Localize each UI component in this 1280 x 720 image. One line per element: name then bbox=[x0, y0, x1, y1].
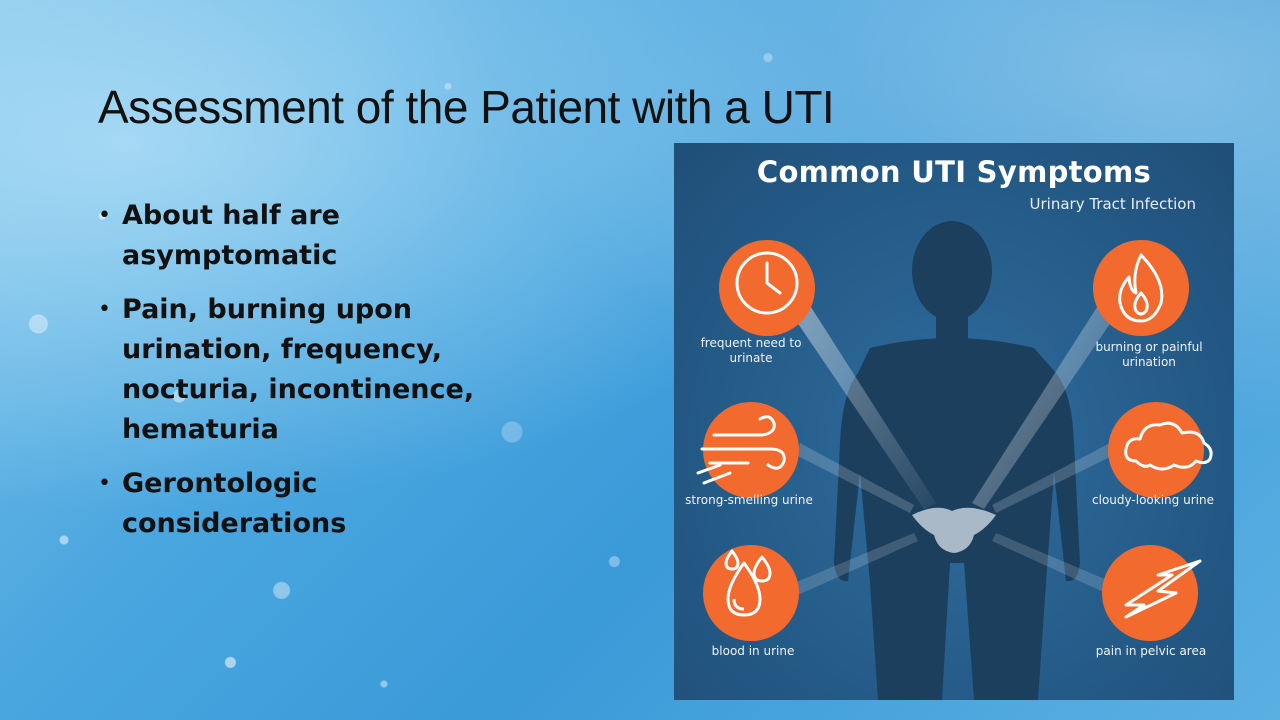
symptom-label: cloudy-looking urine bbox=[1092, 493, 1214, 507]
bullet-text: Gerontologic considerations bbox=[122, 468, 347, 539]
bullet-glyph: • bbox=[98, 471, 111, 496]
bullet-list: • About half are asymptomatic • Pain, bu… bbox=[98, 196, 498, 558]
symptom-label: frequent need to urinate bbox=[700, 336, 802, 365]
lightning-icon bbox=[1124, 559, 1202, 619]
symptom-label: burning or painful urination bbox=[1095, 340, 1203, 369]
symptom-label: blood in urine bbox=[711, 644, 795, 658]
symptom-label: strong-smelling urine bbox=[685, 493, 813, 507]
cloud-icon bbox=[1124, 421, 1213, 471]
bullet-text: Pain, burning upon urination, frequency,… bbox=[122, 294, 475, 445]
slide-title: Assessment of the Patient with a UTI bbox=[98, 81, 835, 133]
infographic-title: Common UTI Symptoms bbox=[756, 155, 1152, 189]
bullet-text: About half are asymptomatic bbox=[122, 200, 340, 271]
clock-icon bbox=[735, 251, 799, 315]
bullet-item: • Gerontologic considerations bbox=[98, 464, 498, 544]
drops-icon bbox=[724, 549, 772, 617]
bladder-icon bbox=[912, 507, 996, 553]
bullet-glyph: • bbox=[98, 297, 111, 322]
human-silhouette bbox=[834, 221, 1080, 700]
infographic-subtitle: Urinary Tract Infection bbox=[1029, 195, 1196, 213]
flame-icon bbox=[1118, 253, 1164, 323]
bullet-glyph: • bbox=[98, 203, 111, 228]
symptom-label: pain in pelvic area bbox=[1095, 644, 1207, 658]
bullet-item: • About half are asymptomatic bbox=[98, 196, 498, 276]
uti-symptoms-infographic: Common UTI Symptoms Urinary Tract Infect… bbox=[674, 143, 1234, 700]
bullet-item: • Pain, burning upon urination, frequenc… bbox=[98, 290, 498, 450]
symptom-beams bbox=[784, 293, 1124, 595]
wind-icon bbox=[696, 415, 786, 485]
infographic-artwork bbox=[696, 221, 1213, 700]
